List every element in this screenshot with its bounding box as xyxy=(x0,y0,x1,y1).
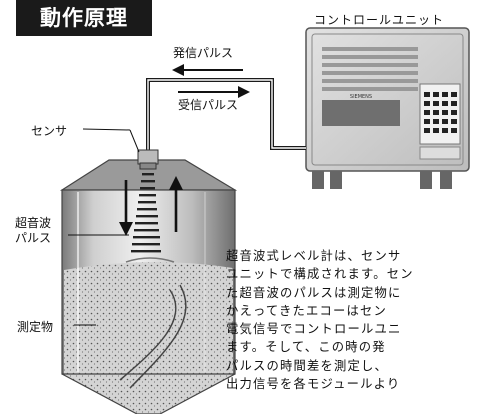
signal-cable xyxy=(146,78,306,152)
receive-pulse-arrow xyxy=(178,86,250,98)
tank xyxy=(59,159,238,414)
description-line: ます。そして、この時の発 xyxy=(226,340,386,355)
ultrasonic-label-line2: パルス xyxy=(15,231,52,245)
description-line: パルスの時間差を測定し、 xyxy=(226,358,388,373)
sensor xyxy=(137,149,159,170)
page-title: 動作原理 xyxy=(16,0,152,36)
sensor-leader-2 xyxy=(129,129,140,153)
send-pulse-label: 発信パルス xyxy=(173,46,234,60)
description-paragraph: 超音波式レベル計は、センサ ユニットで構成されます。セン た超音波のパルスは測定… xyxy=(226,247,481,414)
description-line: ユニットで構成されます。セン xyxy=(226,267,414,282)
description-line: 電気信号でコントロールユニ xyxy=(226,322,402,337)
description-line: 出力信号を各モジュールより xyxy=(226,377,401,392)
ultrasonic-waves xyxy=(131,173,161,253)
control-unit: SIEMENS xyxy=(305,27,470,189)
receive-pulse-label: 受信パルス xyxy=(178,98,239,112)
description-line: かえってきたエコーはセン xyxy=(226,303,387,318)
down-arrow xyxy=(119,180,133,236)
up-arrow xyxy=(169,176,183,232)
description-line: 超音波式レベル計は、センサ xyxy=(226,249,402,263)
sensor-leader xyxy=(82,128,131,131)
ultrasonic-label-line1: 超音波 xyxy=(15,216,52,230)
description-line: た超音波のパルスは測定物に xyxy=(226,285,402,300)
material-label: 測定物 xyxy=(17,320,54,334)
sensor-label: センサ xyxy=(31,124,68,138)
send-pulse-arrow xyxy=(172,64,243,76)
control-unit-label: コントロールユニット xyxy=(314,13,445,27)
brand-text: SIEMENS xyxy=(350,94,372,100)
signal-cable-inner xyxy=(147,79,306,152)
